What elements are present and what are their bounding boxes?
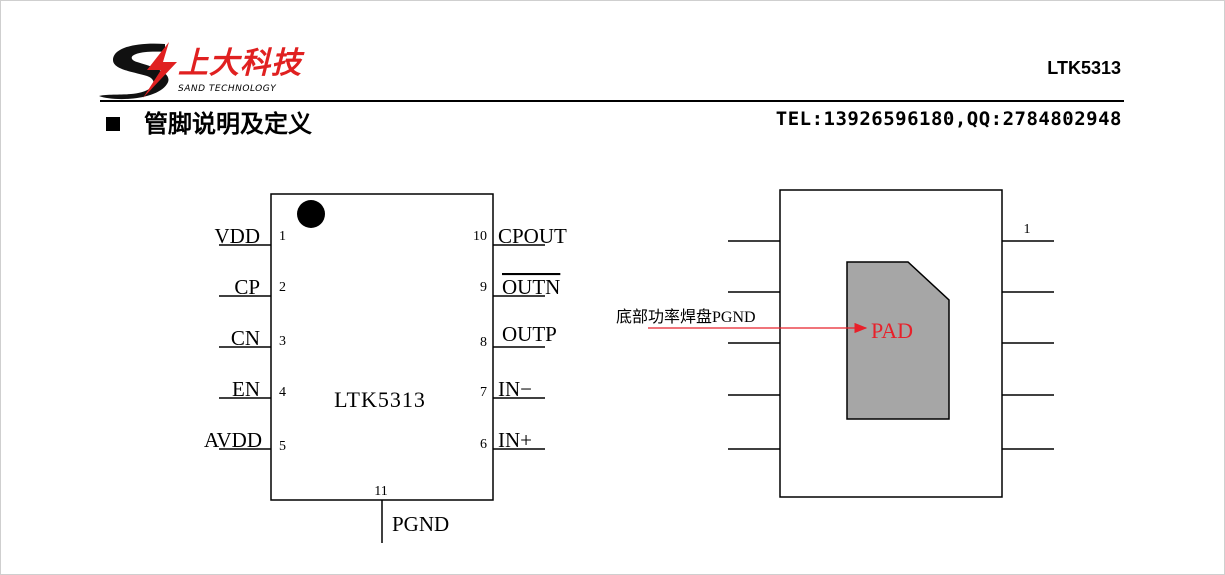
- right-pin-10: CPOUT 10: [473, 224, 567, 248]
- pin-number: 4: [279, 385, 286, 400]
- pin-name: PGND: [392, 512, 449, 536]
- package-pin1-label: 1: [1024, 222, 1031, 237]
- logo-s-mark: [99, 43, 169, 100]
- pad-label: PAD: [871, 318, 913, 343]
- package-left-leads: [728, 240, 780, 450]
- section-title: 管脚说明及定义: [144, 110, 312, 138]
- pin-number: 7: [480, 385, 487, 400]
- pin-name: VDD: [215, 224, 261, 248]
- header-part-number: LTK5313: [1047, 58, 1121, 78]
- pin-name: CPOUT: [498, 224, 567, 248]
- pin-name: OUTP: [502, 322, 557, 346]
- bottom-pin-11: 11 PGND: [374, 484, 449, 543]
- pin-name: IN+: [498, 428, 532, 452]
- pin-name: EN: [232, 377, 260, 401]
- chip-label: LTK5313: [334, 387, 426, 412]
- exposed-pad: [846, 261, 950, 420]
- pin-number: 3: [279, 334, 286, 349]
- pin-name: OUTN: [502, 275, 560, 299]
- pin-number: 9: [480, 280, 487, 295]
- pin-number: 10: [473, 229, 487, 244]
- company-name-cn: 上大科技: [178, 46, 302, 81]
- pin-number: 6: [480, 437, 487, 452]
- header-divider: [100, 100, 1124, 102]
- pin-number: 11: [374, 484, 387, 499]
- section-bullet-icon: [106, 117, 120, 131]
- pad-annotation: 底部功率焊盘PGND: [616, 307, 756, 326]
- right-pin-8: OUTP 8: [480, 322, 557, 350]
- right-pin-9: OUTN 9: [480, 275, 560, 299]
- package-right-leads: [1002, 240, 1054, 450]
- company-name-en: SAND TECHNOLOGY: [178, 84, 277, 94]
- pin-number: 8: [480, 335, 487, 350]
- left-pin-1: VDD 1: [215, 224, 287, 248]
- pin-number: 5: [279, 439, 286, 454]
- pin1-dot: [297, 200, 325, 228]
- chip-body: [270, 193, 494, 501]
- left-pin-3: CN 3: [219, 326, 286, 350]
- contact-info: TEL:13926596180,QQ:2784802948: [775, 108, 1122, 130]
- right-pin-6: IN+ 6: [480, 428, 545, 452]
- pin-number: 2: [279, 280, 286, 295]
- left-pin-5: AVDD 5: [204, 428, 286, 454]
- pin-name: CN: [231, 326, 260, 350]
- logo-s-accent: [143, 42, 177, 98]
- pin-name: AVDD: [204, 428, 262, 452]
- pin-name: IN−: [498, 377, 532, 401]
- left-pin-4: EN 4: [219, 377, 286, 401]
- pin-number: 1: [279, 229, 286, 244]
- pin-name: CP: [234, 275, 260, 299]
- left-pin-2: CP 2: [219, 275, 286, 299]
- right-pin-7: IN− 7: [480, 377, 545, 401]
- company-logo: [99, 42, 177, 100]
